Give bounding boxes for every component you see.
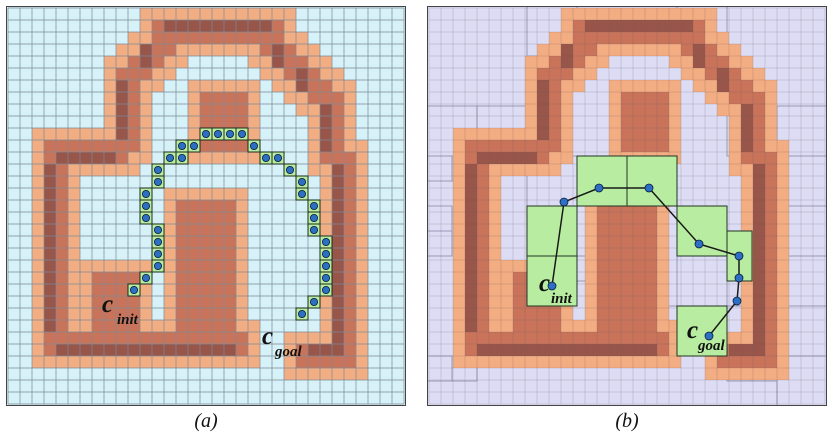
obstacle-core: [308, 344, 344, 356]
path-cell: [676, 205, 728, 257]
panel-a-uniform-grid: c init c goal: [6, 6, 406, 406]
path-node: [153, 225, 162, 234]
obstacle-core: [477, 152, 537, 164]
path-node: [153, 177, 162, 186]
path-cell: [526, 205, 578, 257]
path-node: [297, 189, 306, 198]
path-node: [644, 183, 654, 193]
obstacle-core: [537, 80, 549, 140]
path-node: [559, 197, 569, 207]
obstacle-core: [56, 152, 116, 164]
obstacle-core: [116, 80, 128, 140]
path-node: [704, 331, 714, 341]
path-node: [141, 189, 150, 198]
path-node: [321, 285, 330, 294]
start-label: c: [539, 270, 550, 297]
obstacle-core: [56, 344, 236, 356]
path-node: [309, 201, 318, 210]
path-node: [237, 130, 246, 139]
path-cell: [576, 155, 628, 207]
path-node: [153, 249, 162, 258]
caption-a: (a): [194, 410, 218, 432]
path-node: [694, 239, 704, 249]
path-node: [309, 213, 318, 222]
obstacle-region: [597, 200, 657, 332]
goal-subscript: goal: [697, 338, 726, 354]
path-node: [297, 177, 306, 186]
start-subscript: init: [117, 312, 139, 328]
obstacle-core: [332, 164, 344, 344]
path-node: [153, 237, 162, 246]
path-node: [153, 165, 162, 174]
obstacle-core: [585, 20, 693, 32]
path-node: [594, 183, 604, 193]
path-node: [130, 285, 139, 294]
path-node: [547, 281, 557, 291]
path-node: [141, 273, 150, 282]
adaptive-grid-map: c init c goal: [427, 6, 827, 406]
path-node: [732, 296, 742, 306]
caption-b: (b): [615, 410, 639, 432]
quadtree-cell: [427, 230, 453, 257]
goal-label: c: [262, 323, 273, 350]
path-node: [321, 237, 330, 246]
path-node: [297, 309, 306, 318]
path-node: [734, 273, 744, 283]
path-node: [141, 213, 150, 222]
goal-subscript: goal: [274, 344, 303, 360]
path-node: [225, 130, 234, 139]
path-node: [321, 273, 330, 282]
path-node: [249, 141, 258, 150]
obstacle-core: [729, 344, 765, 356]
obstacle-core: [477, 344, 657, 356]
goal-label: c: [687, 317, 698, 344]
path-node: [153, 261, 162, 270]
path-node: [285, 165, 294, 174]
path-node: [261, 153, 270, 162]
panel-b-border: [427, 6, 827, 406]
path-node: [165, 153, 174, 162]
uniform-grid-map: c init c goal: [6, 6, 406, 406]
panel-a-border: [6, 6, 406, 406]
path-cell: [626, 155, 678, 207]
path-node: [213, 130, 222, 139]
path-node: [321, 249, 330, 258]
start-subscript: init: [551, 291, 573, 307]
path-node: [141, 201, 150, 210]
path-node: [321, 261, 330, 270]
path-node: [177, 153, 186, 162]
start-label: c: [102, 291, 113, 318]
path-node: [309, 297, 318, 306]
obstacle-core: [753, 164, 765, 344]
path-cell: [676, 305, 728, 357]
path-node: [201, 130, 210, 139]
obstacle-region: [176, 200, 236, 332]
panel-b-adaptive-grid: c init c goal: [427, 6, 827, 406]
path-node: [309, 225, 318, 234]
path-node: [189, 141, 198, 150]
path-node: [177, 141, 186, 150]
path-node: [273, 153, 282, 162]
obstacle-core: [164, 20, 272, 32]
path-node: [734, 251, 744, 261]
